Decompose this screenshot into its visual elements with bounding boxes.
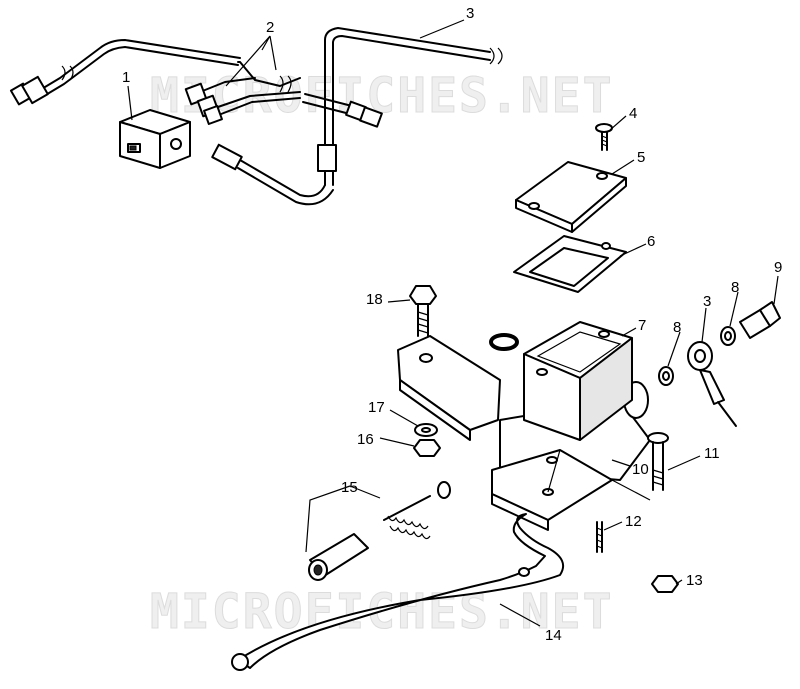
callout-7: 7 <box>638 317 646 334</box>
callout-3-hose: 3 <box>466 5 474 22</box>
brake-lever <box>231 513 564 671</box>
callout-10: 10 <box>632 461 649 478</box>
brake-lines <box>9 39 301 125</box>
callout-13: 13 <box>686 572 703 589</box>
callout-2: 2 <box>266 19 274 36</box>
callout-12: 12 <box>625 513 642 530</box>
lever-nut <box>651 575 679 593</box>
o-ring <box>489 333 519 351</box>
clamp-washer-hole <box>421 427 431 433</box>
callout-16: 16 <box>357 431 374 448</box>
callout-5: 5 <box>637 149 645 166</box>
reservoir <box>523 321 633 441</box>
callout-11: 11 <box>704 445 720 462</box>
callout-18: 18 <box>366 291 383 308</box>
clamp-bolt <box>409 285 437 337</box>
junction-block <box>119 109 191 169</box>
banjo-fitting <box>658 301 781 427</box>
callout-14: 14 <box>545 627 562 644</box>
leader-lines <box>127 19 779 627</box>
watermark-bottom: MICROFICHES.NET <box>150 584 613 640</box>
brake-hose-upper <box>211 27 503 206</box>
callout-9: 9 <box>774 259 782 276</box>
diaphragm-gasket <box>513 235 627 293</box>
cover-screw <box>595 123 613 151</box>
callout-labels: 1 2 3 3 4 5 6 7 8 8 9 10 11 12 13 14 15 … <box>122 5 782 644</box>
watermark-top: MICROFICHES.NET <box>150 68 613 124</box>
callout-3-banjo: 3 <box>703 293 711 310</box>
reservoir-cover <box>515 161 627 233</box>
callout-1: 1 <box>122 69 130 86</box>
pivot-bolt <box>647 432 669 491</box>
callout-15: 15 <box>341 479 358 496</box>
callout-4: 4 <box>629 105 637 122</box>
callout-17: 17 <box>368 399 385 416</box>
callout-8-right: 8 <box>731 279 739 296</box>
clamp-nut <box>413 439 441 457</box>
callout-6: 6 <box>647 233 655 250</box>
adjuster-screw <box>596 521 603 553</box>
callout-8-left: 8 <box>673 319 681 336</box>
piston-kit <box>308 481 451 581</box>
